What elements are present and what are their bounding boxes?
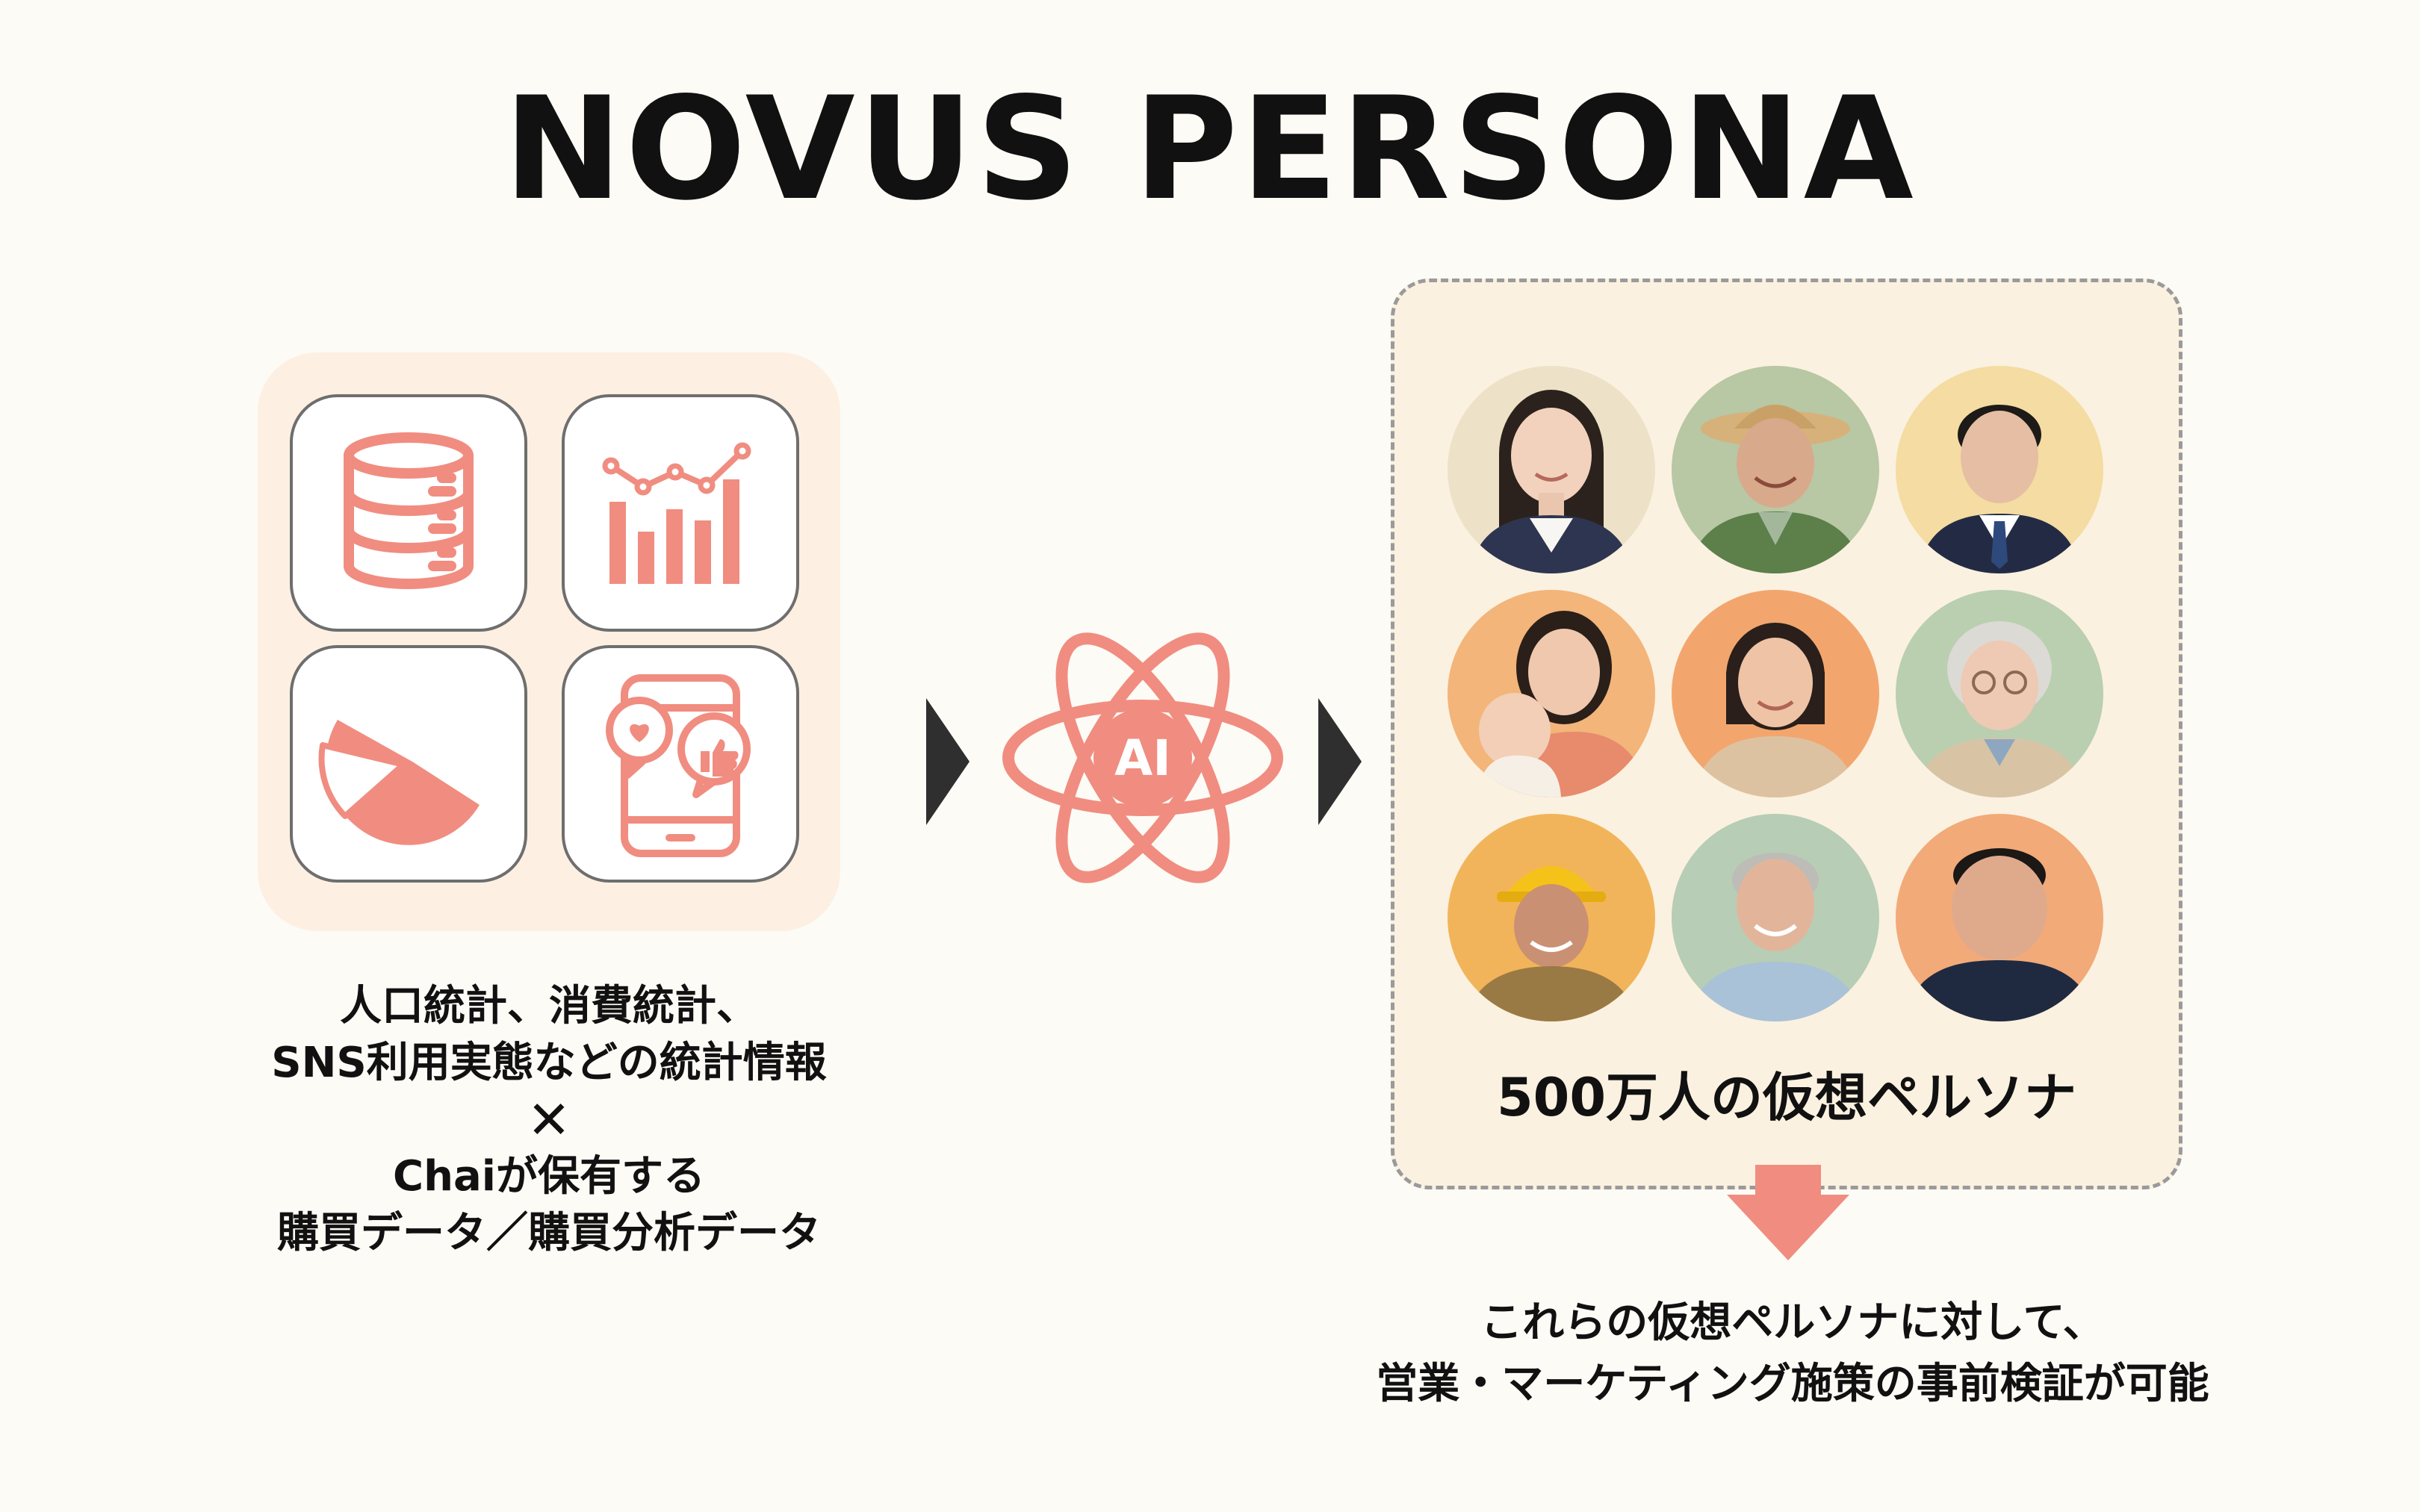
persona-avatar-businessman (1896, 366, 2103, 573)
persona-avatar-elderly-woman (1896, 590, 2103, 797)
ai-label: AI (1114, 729, 1171, 787)
pie-chart-tile (290, 645, 527, 883)
bar-chart-icon (602, 442, 751, 584)
persona-count-label: 500万人の仮想ペルソナ (1496, 1067, 2077, 1128)
persona-avatar-large-man (1896, 814, 2103, 1021)
pie-chart-icon (318, 720, 480, 845)
database-tile (290, 394, 527, 632)
page-title: NOVUS PERSONA (503, 66, 1917, 231)
conclusion-line-2: 営業・マーケティング施策の事前検証が可能 (1376, 1360, 2209, 1408)
sns-tile (562, 645, 799, 883)
persona-avatar-mother-with-baby (1448, 590, 1655, 797)
persona-avatar-young-woman (1448, 366, 1655, 573)
left-caption-line-1: 人口統計、消費統計、 (340, 982, 758, 1030)
statistics-tile (562, 394, 799, 632)
database-icon (344, 432, 474, 589)
persona-avatar-middle-aged-woman (1672, 590, 1879, 797)
left-caption-line-4: 購買データ／購買分析データ (277, 1209, 821, 1257)
smartphone-social-icon (606, 674, 751, 857)
down-arrow-icon (1727, 1165, 1849, 1260)
times-mark: ✕ (527, 1089, 571, 1151)
arrow-right-icon (1318, 698, 1362, 825)
persona-avatar-senior-man (1672, 814, 1879, 1021)
ai-atom-icon: AI (1002, 632, 1283, 883)
left-caption-line-3: Chaiが保有する (393, 1152, 705, 1201)
persona-avatar-elderly-farmer (1672, 366, 1879, 573)
persona-avatar-construction-worker (1448, 814, 1655, 1021)
conclusion-line-1: これらの仮想ペルソナに対して、 (1480, 1298, 2105, 1347)
arrow-right-icon (926, 698, 969, 825)
left-caption-line-2: SNS利用実態などの統計情報 (271, 1039, 827, 1087)
